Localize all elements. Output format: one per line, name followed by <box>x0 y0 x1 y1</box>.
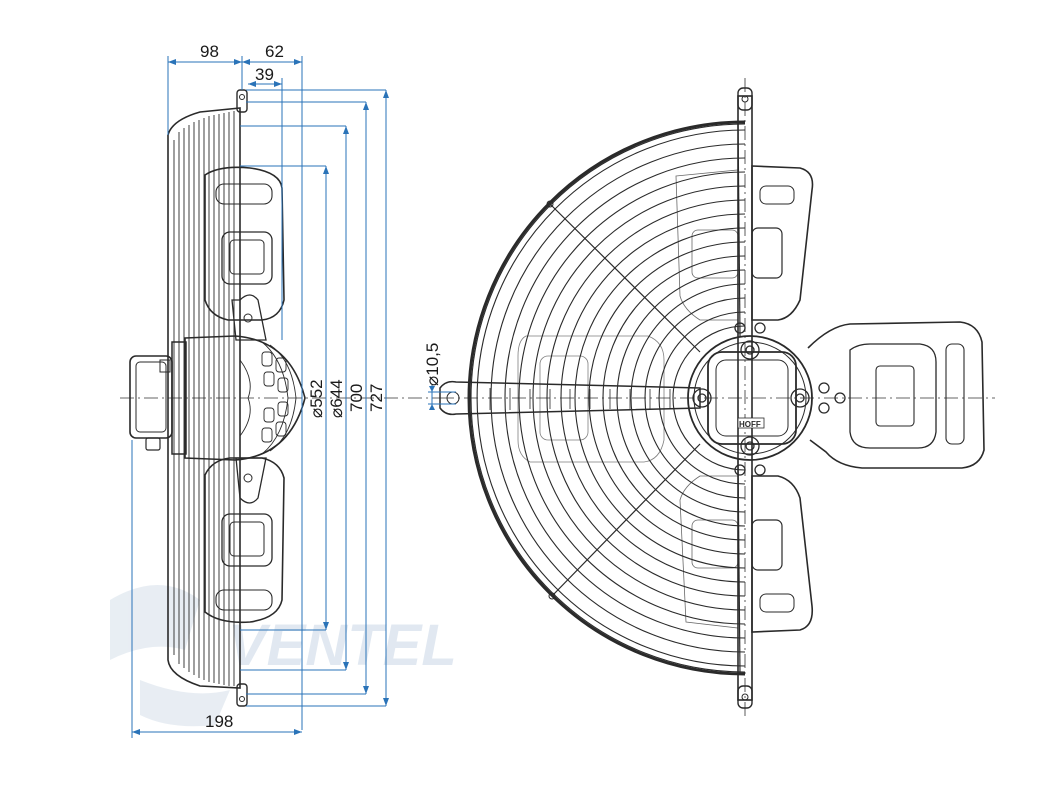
hole-dimension: ⌀10,5 <box>423 343 456 410</box>
dim-644-label: ⌀644 <box>327 379 346 418</box>
manufacturer-logo <box>737 417 765 429</box>
dim-552-label: ⌀552 <box>307 379 326 418</box>
dim-700-label: 700 <box>347 384 366 412</box>
dim-62-label: 62 <box>265 42 284 61</box>
dim-98-label: 98 <box>200 42 219 61</box>
dim-39-label: 39 <box>255 65 274 84</box>
watermark-text: VENTEL <box>228 613 457 678</box>
side-view-dimensions: 98 62 39 198 ⌀552 ⌀644 700 727 <box>131 42 389 738</box>
guard-rings <box>470 123 746 673</box>
dim-727-label: 727 <box>367 384 386 412</box>
logo-text: HOFF <box>739 420 761 429</box>
dim-198-label: 198 <box>205 712 233 731</box>
ventel-watermark: VENTEL <box>110 585 457 727</box>
front-view: HOFF <box>439 78 995 718</box>
side-view <box>120 89 440 707</box>
dim-10-5-label: ⌀10,5 <box>423 343 442 386</box>
